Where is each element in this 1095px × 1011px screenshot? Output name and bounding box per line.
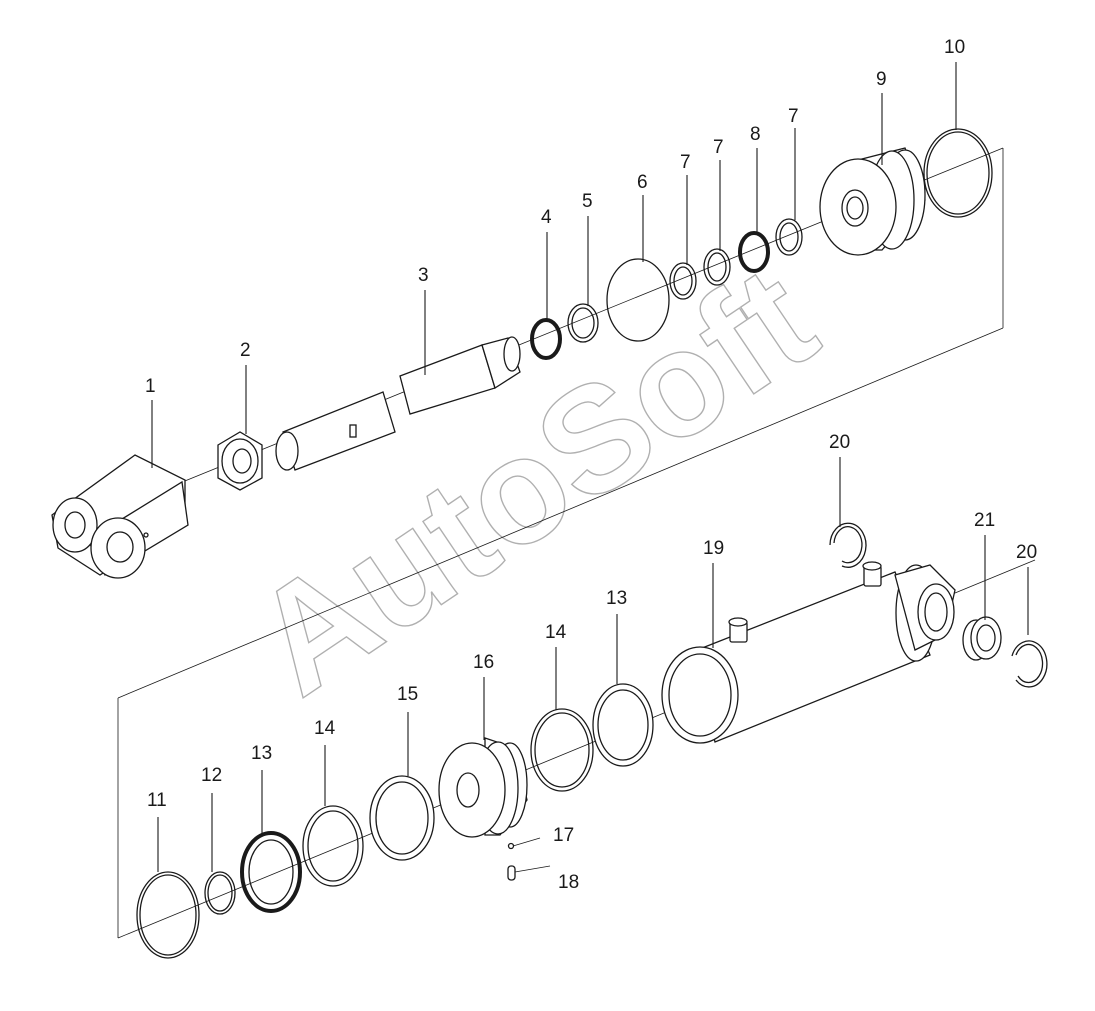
part-7-ring-a [669, 262, 697, 300]
callout-10: 10 [944, 37, 965, 58]
callout-6: 6 [637, 172, 648, 193]
part-17-ball [507, 837, 541, 850]
callout-11: 11 [147, 790, 167, 811]
leader-lines [151, 62, 1029, 872]
part-3-piston-rod [275, 336, 521, 471]
callout-18: 18 [558, 872, 579, 893]
callout-5: 5 [582, 191, 593, 212]
part-15-guide-ring [369, 775, 435, 861]
callout-14b: 14 [545, 622, 567, 643]
callout-20b: 20 [1016, 542, 1037, 563]
part-14-ring-a [302, 805, 364, 887]
callout-labels: 1 2 3 4 5 6 7 7 8 7 9 10 20 19 21 20 13 … [145, 37, 1037, 893]
part-14-ring-b [530, 708, 594, 792]
callout-13b: 13 [606, 588, 627, 609]
callout-21: 21 [974, 510, 995, 531]
callout-13a: 13 [251, 743, 272, 764]
callout-17: 17 [553, 825, 574, 846]
part-7-ring-c [775, 218, 803, 256]
part-2-nut [217, 431, 263, 491]
callout-8: 8 [750, 124, 761, 145]
callout-3: 3 [418, 265, 429, 286]
callout-20a: 20 [829, 432, 850, 453]
callout-15: 15 [397, 684, 418, 705]
callout-2: 2 [240, 340, 251, 361]
part-4-seal [530, 318, 562, 360]
callout-1: 1 [145, 376, 156, 397]
part-11-o-ring [136, 871, 200, 959]
part-12-o-ring [204, 871, 236, 915]
part-18-pin [507, 865, 551, 881]
callout-14a: 14 [314, 718, 336, 739]
part-13-seal-b [592, 683, 654, 767]
callout-12: 12 [201, 765, 222, 786]
callout-7b: 7 [713, 137, 724, 158]
callout-7a: 7 [680, 152, 691, 173]
part-7-ring-b [703, 248, 731, 286]
part-9-gland [819, 147, 926, 256]
part-20-circlip-a [829, 522, 867, 568]
part-16-piston [438, 737, 528, 838]
part-1-clevis [51, 454, 189, 579]
part-13-seal-a [240, 831, 302, 913]
callout-9: 9 [876, 69, 887, 90]
part-21-bushing [962, 616, 1002, 661]
part-5-ring [567, 303, 599, 343]
part-10-o-ring [923, 128, 993, 218]
callout-7c: 7 [788, 106, 799, 127]
callout-16: 16 [473, 652, 494, 673]
callout-19: 19 [703, 538, 724, 559]
callout-4: 4 [541, 207, 552, 228]
part-19-cylinder-barrel [661, 561, 956, 744]
part-8-seal [738, 231, 770, 273]
part-6-o-ring [606, 258, 670, 342]
part-20-circlip-b [1011, 640, 1048, 688]
